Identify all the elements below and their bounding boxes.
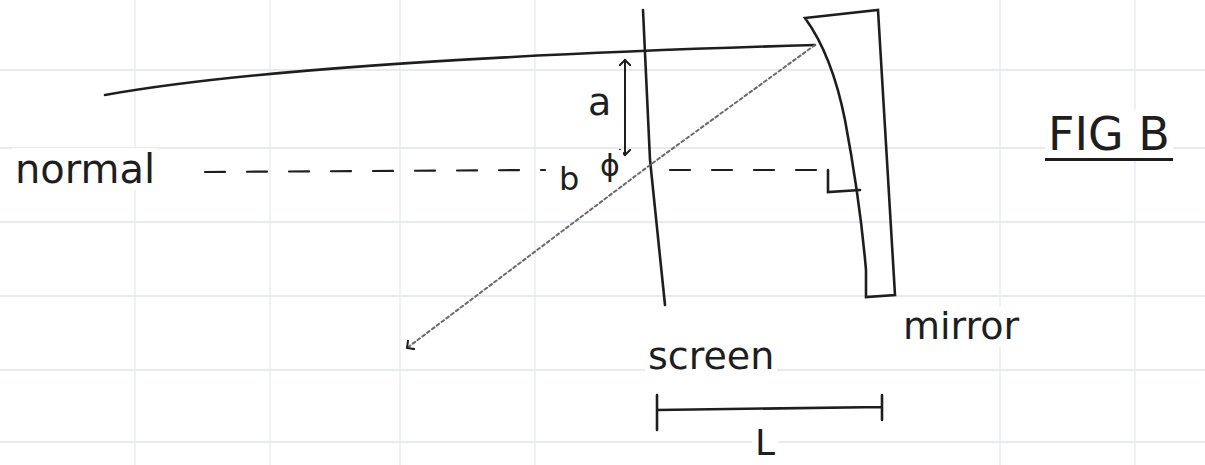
dimension-a xyxy=(624,60,626,155)
normal-label: normal xyxy=(12,148,158,190)
point-label: b xyxy=(556,162,582,196)
dimension-label: L xyxy=(752,424,778,462)
figure-label: FIG B xyxy=(1045,110,1173,161)
normal-line xyxy=(205,170,835,172)
screen-line xyxy=(643,10,665,305)
ink xyxy=(105,10,895,430)
incident-ray xyxy=(105,45,815,95)
dimension-label: a xyxy=(585,82,614,122)
screen-label: screen xyxy=(645,336,777,376)
reflected-ray xyxy=(407,45,815,348)
mirror-label: mirror xyxy=(900,306,1022,346)
angle-label: ϕ xyxy=(597,150,623,182)
mirror xyxy=(805,10,895,297)
